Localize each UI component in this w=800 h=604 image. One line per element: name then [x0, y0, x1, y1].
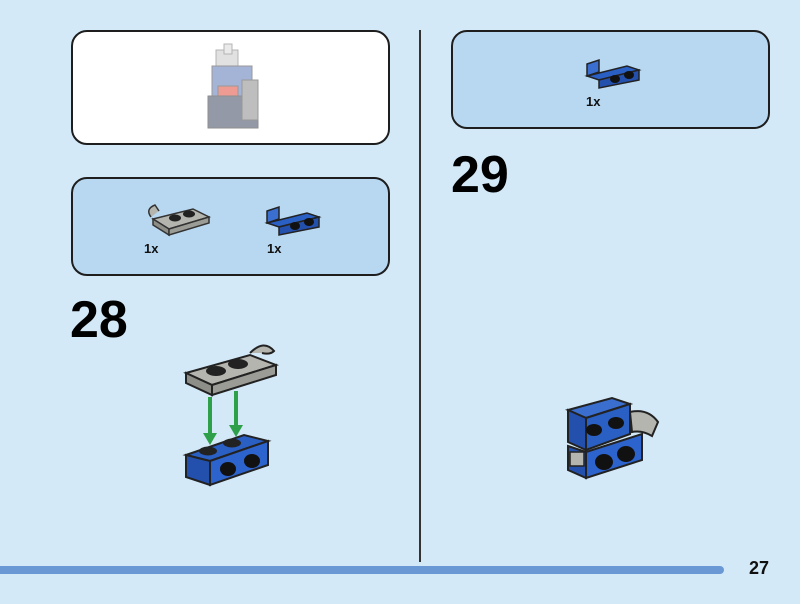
- page-number: 27: [749, 558, 770, 578]
- previous-assembly-image: [207, 43, 259, 129]
- page-footer-bar: [0, 566, 724, 574]
- parts-list-step-28: 1x 1x: [71, 177, 390, 276]
- gray-plate-with-clip: [183, 344, 280, 397]
- part-quantity: 1x: [267, 241, 282, 256]
- step-number-29: 29: [451, 146, 509, 204]
- step-29-illustration: [565, 396, 660, 480]
- blue-bracket-part: [584, 58, 642, 89]
- gray-plate-with-clip-part: [148, 204, 212, 237]
- column-divider: [419, 30, 421, 562]
- part-quantity: 1x: [586, 94, 601, 109]
- parts-list-step-29: 1x: [451, 30, 770, 129]
- blue-bracket: [182, 433, 272, 487]
- preview-panel: [71, 30, 390, 145]
- attach-arrows: [203, 391, 243, 445]
- part-quantity: 1x: [144, 241, 159, 256]
- step-number-28: 28: [70, 291, 128, 349]
- blue-bracket-part: [264, 205, 322, 236]
- step-28-illustration: [182, 344, 280, 487]
